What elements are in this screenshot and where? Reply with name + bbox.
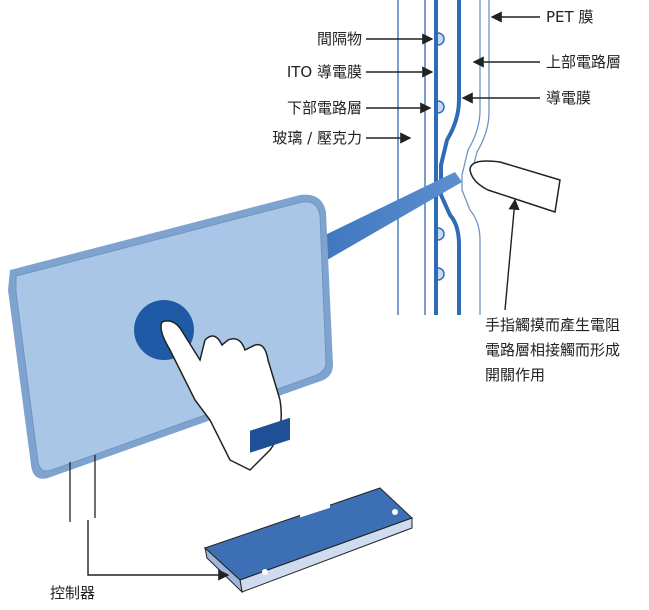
label-ito-film: ITO 導電膜 [287, 63, 362, 81]
label-spacer: 間隔物 [317, 30, 362, 48]
label-conductive-film: 導電膜 [546, 89, 591, 107]
label-lower-layer: 下部電路層 [287, 99, 362, 117]
label-upper-layer: 上部電路層 [546, 53, 621, 71]
upper-layer-line [461, 0, 481, 315]
description-line: 手指觸摸而產生電阻 [485, 316, 620, 334]
layer-cross-section [397, 0, 490, 315]
conductive-film-line [439, 0, 461, 315]
description-line: 電路層相接觸而形成 [485, 341, 620, 359]
label-controller: 控制器 [50, 584, 95, 602]
label-pet: PET 膜 [546, 8, 593, 26]
spacer-dots [437, 32, 445, 281]
finger-illustration [469, 160, 561, 213]
label-glass: 玻璃 / 壓克力 [272, 129, 362, 147]
pointer-arrows [87, 11, 540, 581]
controller-board [204, 417, 413, 594]
pet-film-line [470, 0, 490, 176]
description-line: 開關作用 [485, 366, 545, 384]
